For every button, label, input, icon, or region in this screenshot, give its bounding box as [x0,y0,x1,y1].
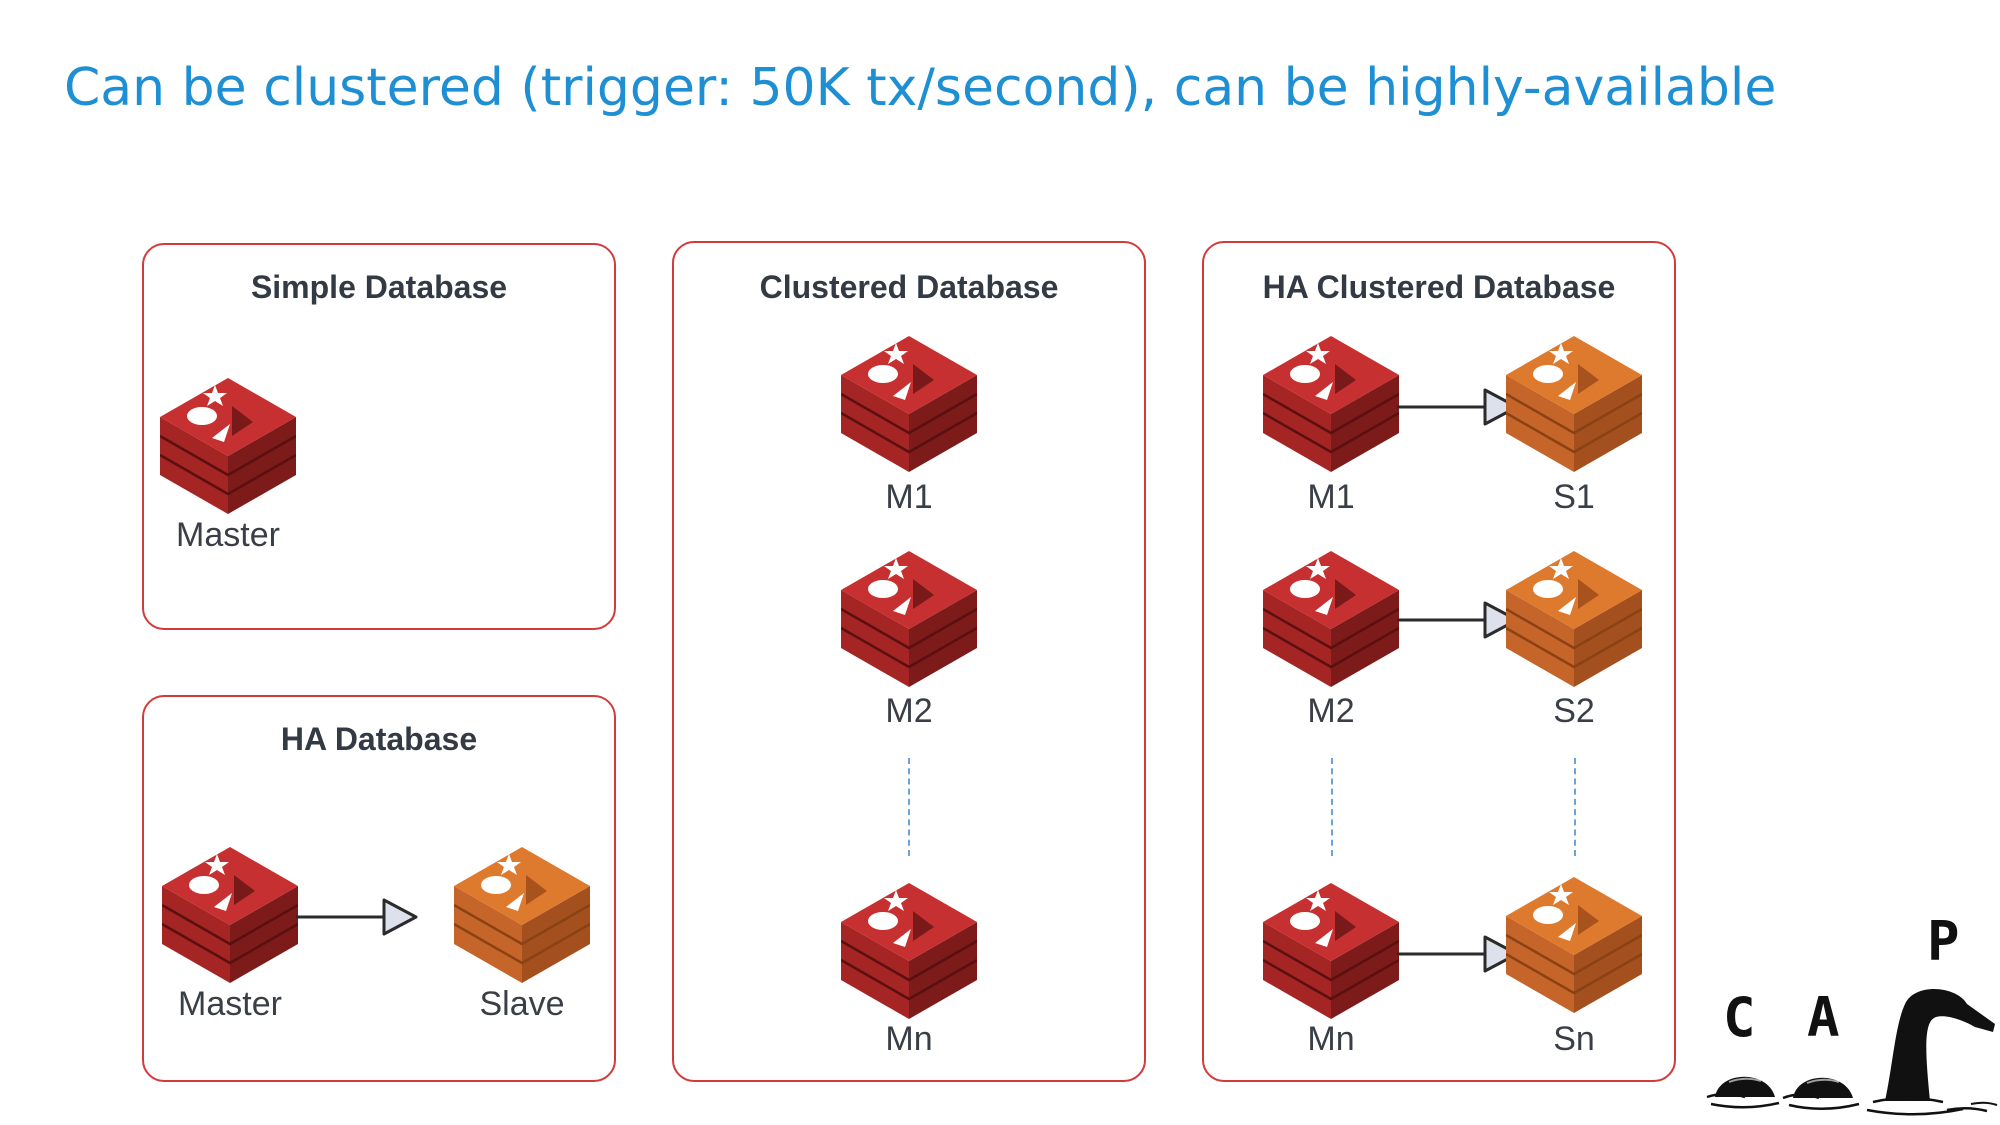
master-node-icon [162,847,298,983]
node-label: Slave [479,985,565,1023]
node-label: Mn [1307,1020,1355,1058]
master-node-icon [1263,551,1399,687]
master-node-icon [1263,336,1399,472]
cap-letter-a: A [1807,986,1840,1049]
replication-arrow [1397,935,1519,973]
node-label: M1 [885,478,933,516]
panel-title: Simple Database [250,269,508,305]
continuation-dashed-line [908,758,910,856]
node-label: S2 [1553,692,1595,730]
continuation-dashed-line [1574,758,1576,856]
node-label: Master [176,516,280,554]
slave-node-icon [454,847,590,983]
slave-node-icon [1506,336,1642,472]
replication-arrow [296,898,418,936]
master-node-icon [841,336,977,472]
node-label: M1 [1307,478,1355,516]
loch-ness-monster-icon [1706,988,1998,1116]
cap-letter-p: P [1927,910,1960,973]
continuation-dashed-line [1331,758,1333,856]
slave-node-icon [1506,551,1642,687]
master-node-icon [1263,883,1399,1019]
node-label: Sn [1553,1020,1595,1058]
master-node-icon [841,551,977,687]
node-label: Master [178,985,282,1023]
panel-title: Clustered Database [759,269,1059,305]
master-node-icon [160,378,296,514]
slave-node-icon [1506,877,1642,1013]
panel-title: HA Database [280,721,478,757]
cap-letter-c: C [1723,986,1756,1049]
replication-arrow [1397,388,1519,426]
node-label: S1 [1553,478,1595,516]
panel-title: HA Clustered Database [1262,269,1616,305]
node-label: M2 [1307,692,1355,730]
node-label: Mn [885,1020,933,1058]
master-node-icon [841,883,977,1019]
slide-title: Can be clustered (trigger: 50K tx/second… [64,58,1777,118]
node-label: M2 [885,692,933,730]
replication-arrow [1397,601,1519,639]
